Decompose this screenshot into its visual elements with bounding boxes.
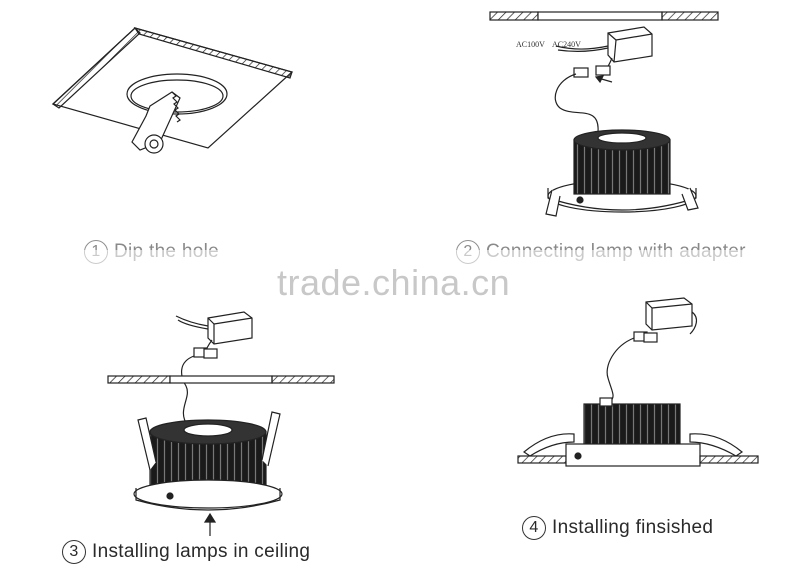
- lamp-body-4: [583, 403, 681, 447]
- lamp-cable-3: [181, 355, 195, 427]
- saw-teeth: [171, 91, 181, 123]
- connector-female: [595, 65, 611, 76]
- ceiling-strip-right: [661, 11, 719, 21]
- clip-left-3: [137, 417, 157, 471]
- step3-illustration: [107, 311, 335, 536]
- ceiling-strip-3-left: [107, 375, 171, 384]
- driver-box-3: [207, 311, 253, 345]
- ceiling-strip-4-left: [517, 455, 567, 464]
- step2-illustration: [489, 11, 719, 217]
- step4-illustration: [517, 297, 759, 467]
- step4-caption: 4 Installing finsished: [522, 516, 713, 540]
- clip-right-4: [689, 433, 744, 457]
- lamp-cable-4: [606, 337, 635, 403]
- step3-caption: 3 Installing lamps in ceiling: [62, 540, 310, 564]
- ceiling-strip-4-right: [699, 455, 759, 464]
- ceiling-strip-left: [489, 11, 539, 21]
- watermark-text: trade.china.cn: [277, 262, 511, 303]
- step4-number: 4: [522, 516, 546, 540]
- step3-label: Installing lamps in ceiling: [92, 541, 311, 562]
- step1-illustration: [51, 26, 294, 154]
- step4-label: Installing finsished: [552, 517, 714, 538]
- clip-right-3: [261, 411, 281, 467]
- input-wires: [555, 45, 609, 52]
- driver-box-4: [645, 297, 693, 331]
- ceiling-strip-3-right: [271, 375, 335, 384]
- board-edge-hatch-top: [133, 26, 293, 79]
- clip-left-4: [522, 433, 575, 457]
- voltage-label-right: AC240V: [552, 40, 581, 49]
- watermark-band: [0, 250, 800, 268]
- lamp-clip-left: [545, 189, 561, 217]
- saw-handle-hole: [144, 134, 164, 154]
- lamp-cable: [554, 73, 599, 133]
- step3-number: 3: [62, 540, 86, 564]
- voltage-label-left: AC100V: [516, 40, 545, 49]
- ceiling-strip-middle: [537, 11, 663, 21]
- lamp-clip-right: [681, 187, 699, 211]
- lamp-trim-3: [133, 479, 283, 509]
- cut-hole: [126, 73, 228, 115]
- connector-male: [573, 67, 589, 78]
